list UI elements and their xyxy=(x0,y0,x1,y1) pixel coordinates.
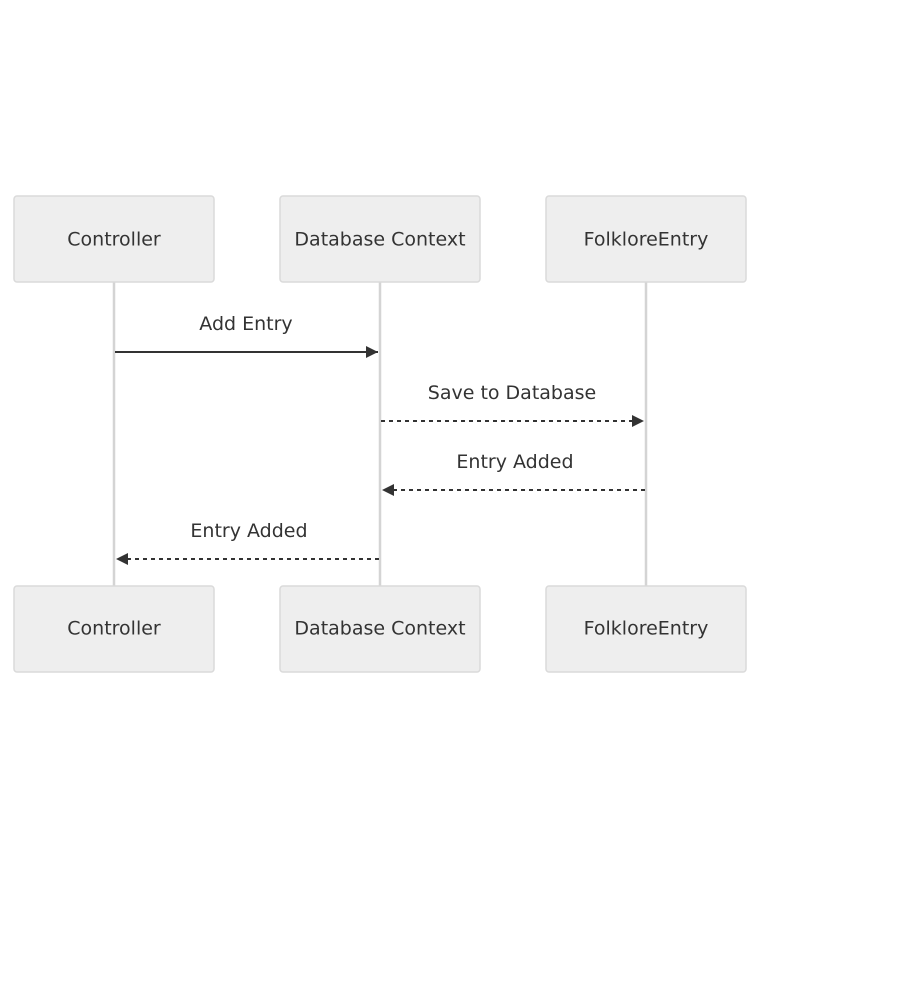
actor-top-folklore-entry: FolkloreEntry xyxy=(545,195,747,283)
message-add-entry-label: Add Entry xyxy=(199,313,292,335)
actor-bottom-database-context: Database Context xyxy=(279,585,481,673)
message-entry-added-controller-label: Entry Added xyxy=(190,520,307,542)
actor-top-database-context-label: Database Context xyxy=(294,229,465,251)
message-entry-added-controller: Entry Added xyxy=(116,520,379,565)
actor-top-controller-label: Controller xyxy=(67,229,161,251)
actor-bottom-controller-label: Controller xyxy=(67,618,161,640)
actor-bottom-controller: Controller xyxy=(13,585,215,673)
message-save-to-database: Save to Database xyxy=(381,382,644,427)
actor-bottom-folklore-entry: FolkloreEntry xyxy=(545,585,747,673)
message-save-to-database-label: Save to Database xyxy=(428,382,596,404)
actor-top-folklore-entry-label: FolkloreEntry xyxy=(584,229,709,251)
actor-bottom-database-context-label: Database Context xyxy=(294,618,465,640)
message-add-entry: Add Entry xyxy=(115,313,378,358)
message-entry-added-return-label: Entry Added xyxy=(456,451,573,473)
message-entry-added-return: Entry Added xyxy=(382,451,645,496)
actor-top-database-context: Database Context xyxy=(279,195,481,283)
actor-bottom-folklore-entry-label: FolkloreEntry xyxy=(584,618,709,640)
actor-top-controller: Controller xyxy=(13,195,215,283)
